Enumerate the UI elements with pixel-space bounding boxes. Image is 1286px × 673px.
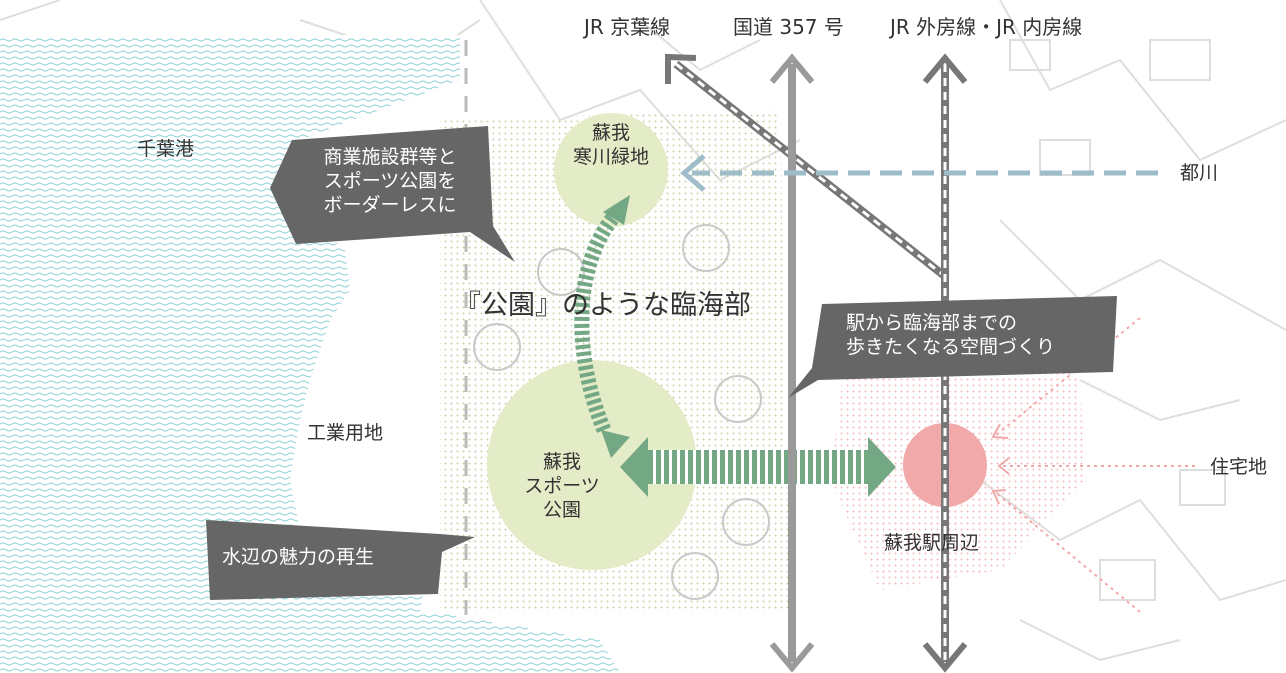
miyako-river-label: 都川 — [1180, 162, 1219, 184]
station-area-label: 蘇我駅周辺 — [884, 532, 980, 554]
callout-line: 歩きたくなる空間づくり — [846, 335, 1056, 358]
sogo-sports-park-label: 蘇我 スポーツ 公園 — [502, 451, 622, 522]
sogo-samukawa-park-label: 蘇我 寒川緑地 — [551, 122, 671, 170]
industrial-land-label: 工業用地 — [307, 422, 384, 444]
park-name-line: スポーツ — [524, 474, 600, 497]
callout-waterfront-text: 水辺の魅力の再生 — [222, 546, 375, 568]
callout-line: 商業施設群等と — [323, 146, 457, 168]
station-link-arrow-body — [640, 450, 878, 484]
callout-borderless-text: 商業施設群等と スポーツ公園を ボーダーレスに — [300, 146, 480, 217]
route-357-arrow-top-icon — [769, 53, 815, 84]
sotobo-arrow-top-icon — [922, 53, 968, 84]
callout-borderless-shape — [270, 126, 515, 262]
sogo-samukawa-park-circle — [554, 113, 668, 227]
wave-line — [0, 668, 620, 672]
residential-arrows — [994, 317, 1195, 613]
open-space-markers — [473, 224, 770, 600]
sotobo-line-label: JR 外房線・JR 内房線 — [890, 15, 1083, 39]
residential-label: 住宅地 — [1210, 456, 1268, 478]
route-357-arrow-bottom-icon — [769, 642, 815, 673]
wave-line — [0, 632, 620, 636]
wave-line — [0, 650, 620, 654]
route-357-label: 国道 357 号 — [733, 15, 844, 39]
wave-line — [0, 644, 620, 648]
wave-line — [0, 662, 620, 666]
callout-line: ボーダーレスに — [323, 193, 457, 216]
park-link-arrowhead-icon-bottom — [601, 430, 630, 458]
keiyo-line-arrow-icon — [665, 53, 697, 84]
park-name-line: 公園 — [542, 498, 581, 521]
callout-walkable-text: 駅から臨海部までの 歩きたくなる空間づくり — [846, 312, 1055, 360]
callout-line: 駅から臨海部までの — [846, 312, 1018, 334]
sea-area — [0, 35, 620, 673]
river-flow-arrowhead-icon — [680, 154, 706, 192]
park-link-arrow-body — [574, 210, 621, 433]
chiba-port-label: 千葉港 — [137, 138, 195, 160]
wave-line — [0, 656, 620, 660]
callout-walkable-shape — [788, 296, 1117, 398]
callout-line: スポーツ公園を — [323, 169, 457, 192]
sotobo-arrow-bottom-icon — [922, 642, 968, 673]
headline-label: 『公園』のような臨海部 — [454, 290, 751, 321]
sogo-sports-park-circle — [487, 360, 697, 570]
wave-line — [0, 638, 620, 642]
keiyo-line-rail-dash — [675, 62, 948, 280]
keiyo-line-label: JR 京葉線 — [584, 15, 671, 39]
park-name-line: 蘇我 — [542, 451, 581, 473]
station-link-arrowhead-right-icon — [868, 437, 896, 497]
park-name-line: 寒川緑地 — [572, 145, 649, 168]
park-link-arrowhead-icon — [603, 195, 630, 225]
callout-waterfront-shape — [206, 520, 475, 600]
park-name-line: 蘇我 — [591, 122, 630, 144]
residential-arrowheads — [991, 423, 1010, 505]
station-link-arrowhead-left-icon — [620, 437, 648, 497]
